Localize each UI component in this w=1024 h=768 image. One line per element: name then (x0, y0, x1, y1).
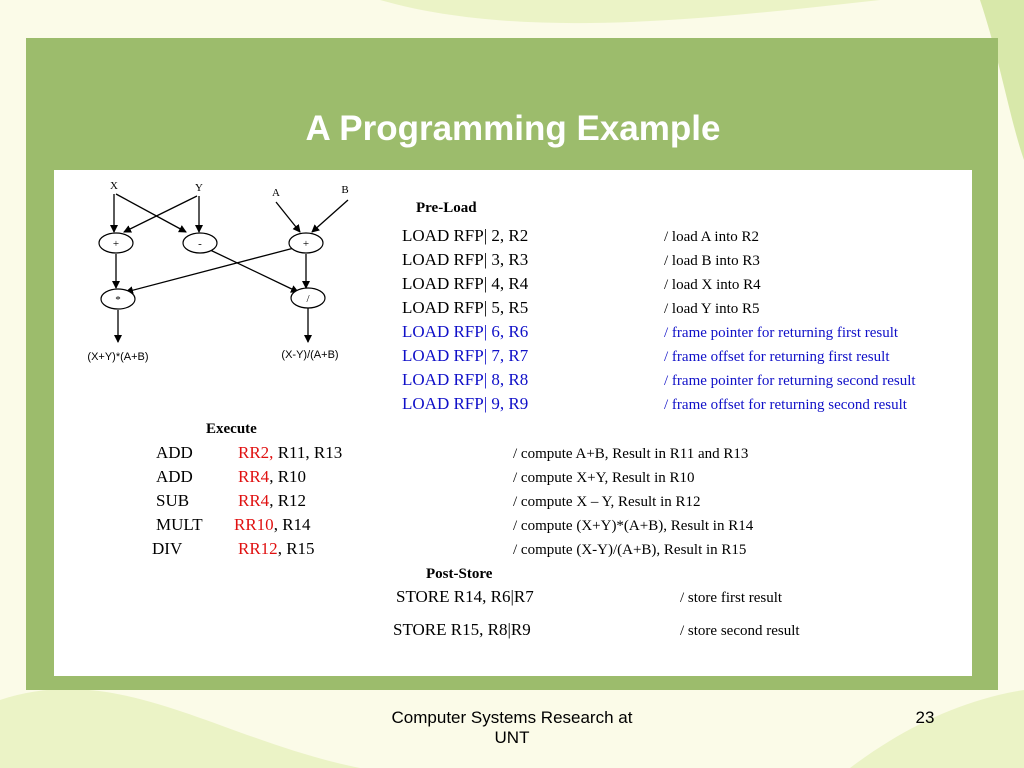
execute-comment: / compute (X+Y)*(A+B), Result in R14 (513, 518, 754, 534)
preload-comment: / load Y into R5 (664, 301, 760, 317)
execute-operands: , R14 (273, 515, 311, 534)
poststore-instr: STORE R14, R6|R7 (396, 587, 534, 606)
preload-comment: / frame offset for returning first resul… (664, 349, 890, 365)
preload-comment: / load X into R4 (664, 277, 761, 293)
content-panel (54, 170, 972, 676)
title-bar (54, 86, 972, 170)
execute-op: ADD (156, 443, 193, 462)
preload-instr: LOAD RFP| 2, R2 (402, 226, 529, 245)
footer-line: Computer Systems Research at (391, 708, 633, 727)
preload-instr: LOAD RFP| 7, R7 (402, 346, 529, 365)
node-add-1: + (113, 238, 119, 250)
dataflow-diagram: X Y A B + - + * / (X+Y)*(A+B) (X-Y)/(A+B… (87, 180, 348, 363)
execute-dest: RR4 (238, 467, 270, 486)
preload-instr: LOAD RFP| 4, R4 (402, 274, 529, 293)
preload-comment: / frame offset for returning second resu… (664, 397, 907, 413)
preload-instr: LOAD RFP| 5, R5 (402, 298, 529, 317)
execute-operands: R11, R13 (273, 443, 343, 462)
preload-comment: / frame pointer for returning second res… (664, 373, 916, 389)
execute-header: Execute (206, 421, 257, 437)
preload-comment: / load A into R2 (664, 229, 760, 245)
execute-dest: RR4 (238, 491, 270, 510)
footer-line: UNT (494, 728, 530, 747)
output-label-2: (X-Y)/(A+B) (281, 349, 338, 361)
preload-comment: / load B into R3 (664, 253, 760, 269)
footer-text: Computer Systems Research at UNT (352, 708, 672, 748)
execute-dest: RR12 (238, 539, 278, 558)
execute-op: ADD (156, 467, 193, 486)
poststore-comment: / store second result (680, 623, 800, 639)
input-label-y: Y (195, 182, 203, 194)
node-add-2: + (303, 238, 309, 250)
execute-comment: / compute X – Y, Result in R12 (513, 494, 701, 510)
execute-operands: , R12 (269, 491, 307, 510)
execute-operands: , R10 (269, 467, 307, 486)
preload-instr: LOAD RFP| 3, R3 (402, 250, 529, 269)
preload-comment: / frame pointer for returning first resu… (664, 325, 899, 341)
execute-comment: / compute X+Y, Result in R10 (513, 470, 695, 486)
preload-instr: LOAD RFP| 9, R9 (402, 394, 529, 413)
execute-dest: RR10 (234, 515, 274, 534)
preload-instr: LOAD RFP| 8, R8 (402, 370, 529, 389)
execute-op: MULT (156, 515, 203, 534)
input-label-a: A (272, 187, 280, 199)
input-label-x: X (110, 180, 118, 192)
execute-operands: , R15 (277, 539, 315, 558)
execute-comment: / compute (X-Y)/(A+B), Result in R15 (513, 542, 747, 558)
poststore-header: Post-Store (426, 566, 493, 582)
poststore-comment: / store first result (680, 590, 783, 606)
execute-op: DIV (152, 539, 183, 558)
execute-op: SUB (156, 491, 190, 510)
preload-header: Pre-Load (416, 200, 477, 216)
output-label-1: (X+Y)*(A+B) (87, 351, 148, 363)
page-number: 23 (915, 708, 935, 727)
preload-instr: LOAD RFP| 6, R6 (402, 322, 529, 341)
node-sub: - (198, 238, 202, 250)
node-mul: * (115, 294, 121, 306)
slide-title: A Programming Example (305, 109, 721, 148)
node-div: / (306, 293, 310, 305)
execute-dest: RR2, (238, 443, 274, 462)
poststore-instr: STORE R15, R8|R9 (393, 620, 531, 639)
input-label-b: B (341, 184, 348, 196)
execute-comment: / compute A+B, Result in R11 and R13 (513, 446, 749, 462)
